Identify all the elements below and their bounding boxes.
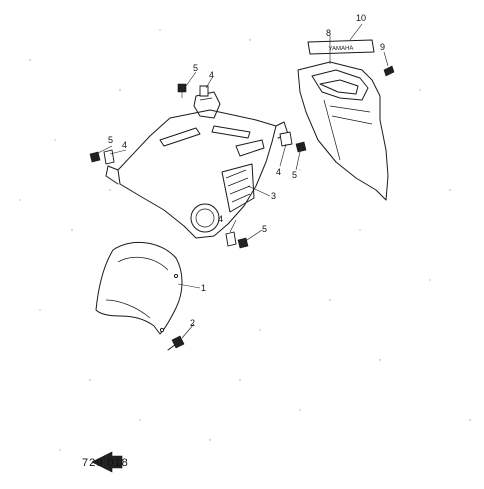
part-5-bolt [295, 141, 307, 153]
callout-5-bottom: 5 [262, 224, 267, 234]
part-5-bolt [177, 83, 187, 93]
hardware-group-top-left [177, 83, 209, 98]
part-8-side-panel: YAMAHA [297, 39, 395, 201]
callout-2: 2 [190, 318, 195, 328]
callout-8: 8 [326, 28, 331, 38]
fender-mount-hole [159, 327, 165, 333]
part-5-bolt [89, 151, 101, 163]
hardware-group-left [89, 149, 115, 165]
part-4-nut [225, 231, 237, 247]
figure-code: 729 018 [82, 457, 129, 469]
part-4-nut [279, 131, 293, 147]
part-2-bolt [167, 335, 185, 351]
callout-4-top: 4 [209, 70, 214, 80]
callout-3: 3 [271, 191, 276, 201]
part-1-front-fender [95, 241, 183, 335]
hardware-group-right [279, 131, 307, 153]
part-5-bolt [237, 237, 249, 249]
hardware-group-bottom [225, 231, 249, 249]
callout-4-bottom: 4 [218, 214, 223, 224]
callout-1: 1 [201, 283, 206, 293]
fwd-arrow-icon [91, 451, 123, 473]
part-4-nut [199, 85, 209, 97]
callout-4-left: 4 [122, 140, 127, 150]
emblem-text: YAMAHA [328, 46, 353, 53]
callout-10: 10 [356, 13, 366, 23]
callout-4-right: 4 [276, 167, 281, 177]
part-4-nut [103, 149, 115, 165]
callout-labels: 1 2 3 4 4 4 4 5 5 5 5 8 9 10 [108, 13, 385, 328]
callout-5-top: 5 [193, 63, 198, 73]
callout-5-left: 5 [108, 135, 113, 145]
callout-9: 9 [380, 42, 385, 52]
leader-lines [95, 23, 389, 339]
speckle-noise [19, 29, 471, 451]
fender-mount-hole [173, 273, 179, 279]
callout-5-right: 5 [292, 170, 297, 180]
part-9-screw [383, 65, 395, 77]
part-3-lower-cowling [105, 91, 289, 239]
part-10-emblem [307, 39, 375, 55]
figure-code-block: 729 018 [82, 451, 129, 473]
